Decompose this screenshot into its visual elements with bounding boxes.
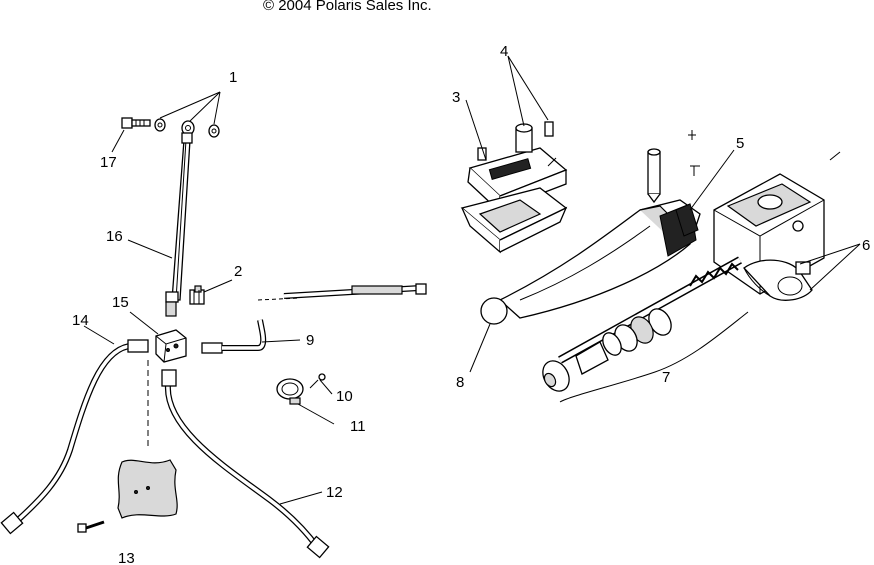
spring-coil [689, 262, 739, 287]
callout-1: 1 [229, 69, 237, 86]
banjo-fitting-1 [154, 118, 220, 138]
mounting-plate-13 [77, 360, 178, 533]
callout-8: 8 [456, 374, 464, 391]
bolt-17 [121, 117, 151, 129]
pivot-marks [547, 130, 841, 176]
clamp-11 [276, 378, 304, 405]
callout-13: 13 [118, 550, 135, 565]
callout-17: 17 [100, 154, 117, 171]
callout-16: 16 [106, 228, 123, 245]
distribution-block-15 [155, 329, 187, 363]
handlebar-clamp-6 [743, 259, 813, 301]
pivot-pin [647, 148, 661, 204]
brake-line-14 [0, 339, 149, 535]
copyright-notice: © 2004 Polaris Sales Inc. [263, 0, 432, 14]
callout-15: 15 [112, 294, 129, 311]
callout-14: 14 [72, 312, 89, 329]
callout-labels: 1 2 3 4 5 6 7 8 9 10 11 12 13 14 15 16 1… [72, 43, 870, 565]
brake-line-12 [161, 369, 330, 559]
callout-3: 3 [452, 89, 460, 106]
spring-5 [675, 203, 699, 237]
leader-lines [83, 55, 861, 505]
pin-4 [515, 121, 554, 153]
callout-5: 5 [736, 135, 744, 152]
callout-12: 12 [326, 484, 343, 501]
reservoir-diaphragm [460, 187, 568, 254]
callout-6: 6 [862, 237, 870, 254]
screw-10 [309, 373, 326, 389]
brake-switch-2 [189, 285, 205, 305]
callout-11: 11 [350, 418, 366, 435]
brake-hose-16 [165, 132, 193, 317]
callout-4: 4 [500, 43, 508, 60]
piston-assembly-7 [542, 256, 742, 392]
brake-line-9 [201, 283, 427, 354]
callout-2: 2 [234, 263, 242, 280]
callout-9: 9 [306, 332, 314, 349]
callout-7: 7 [662, 369, 670, 386]
callout-10: 10 [336, 388, 353, 405]
bracket-7 [559, 311, 749, 403]
